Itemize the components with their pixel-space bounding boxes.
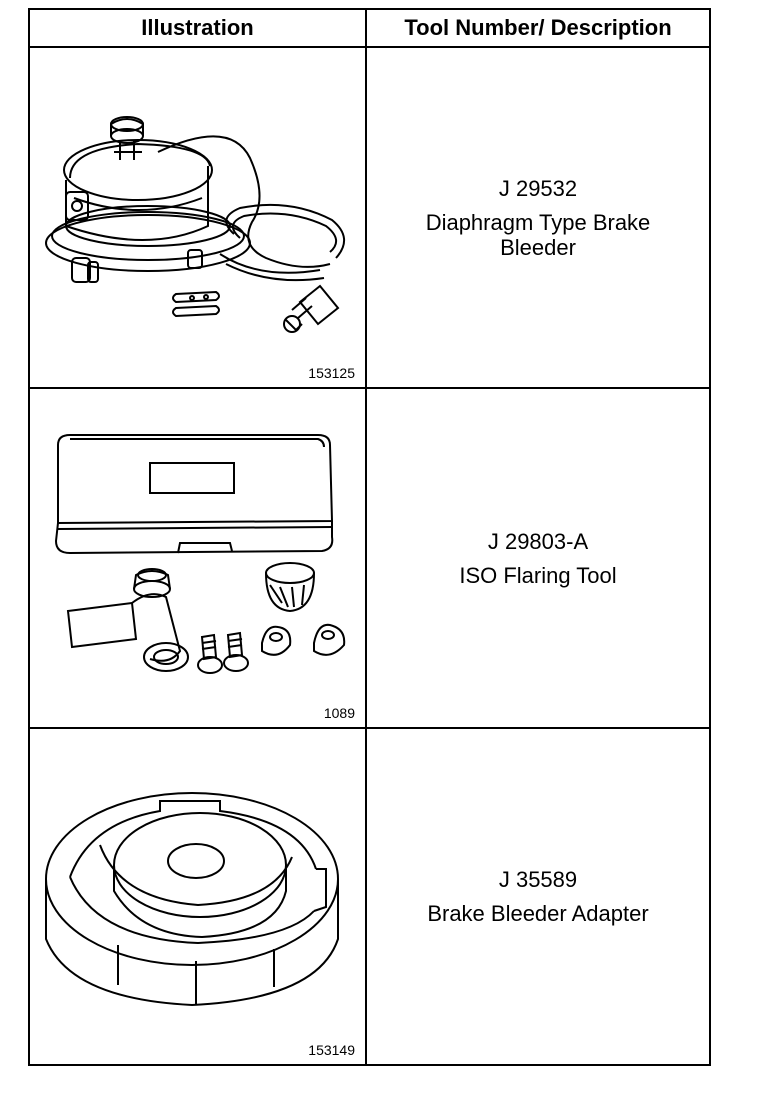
illustration-header: Illustration [30,10,367,48]
tool-number: J 29803-A [487,528,589,554]
illustration-cell: 1089 [30,389,367,727]
tool-number: J 29532 [498,175,578,201]
tool-description-cell: J 35589 Brake Bleeder Adapter [367,729,709,1064]
illustration-cell: 153125 [30,48,367,387]
tool-description-cell: J 29803-A ISO Flaring Tool [367,389,709,727]
illustration-cell: 153149 [30,729,367,1064]
figure-number: 153149 [308,1042,355,1058]
figure-number: 153125 [308,365,355,381]
tool-description: Brake Bleeder Adapter [427,901,649,926]
table-row: 153149 J 35589 Brake Bleeder Adapter [30,729,709,1064]
brake-bleeder-adapter-icon [45,792,339,1007]
tool-description-cell: J 29532 Diaphragm Type Brake Bleeder [367,48,709,387]
tool-description: ISO Flaring Tool [459,562,617,588]
table-row: 1089 J 29803-A ISO Flaring Tool [30,389,709,729]
tool-number: J 35589 [498,867,578,892]
tool-table: Illustration Tool Number/ Description [28,8,711,1066]
tool-description: Diaphragm Type Brake Bleeder [425,209,651,260]
iso-flaring-tool-kit-icon [54,434,346,674]
tool-description-header: Tool Number/ Description [367,10,709,48]
figure-number: 1089 [323,705,355,721]
diaphragm-brake-bleeder-icon [45,116,345,333]
table-row: 153125 J 29532 Diaphragm Type Brake Blee… [30,48,709,389]
